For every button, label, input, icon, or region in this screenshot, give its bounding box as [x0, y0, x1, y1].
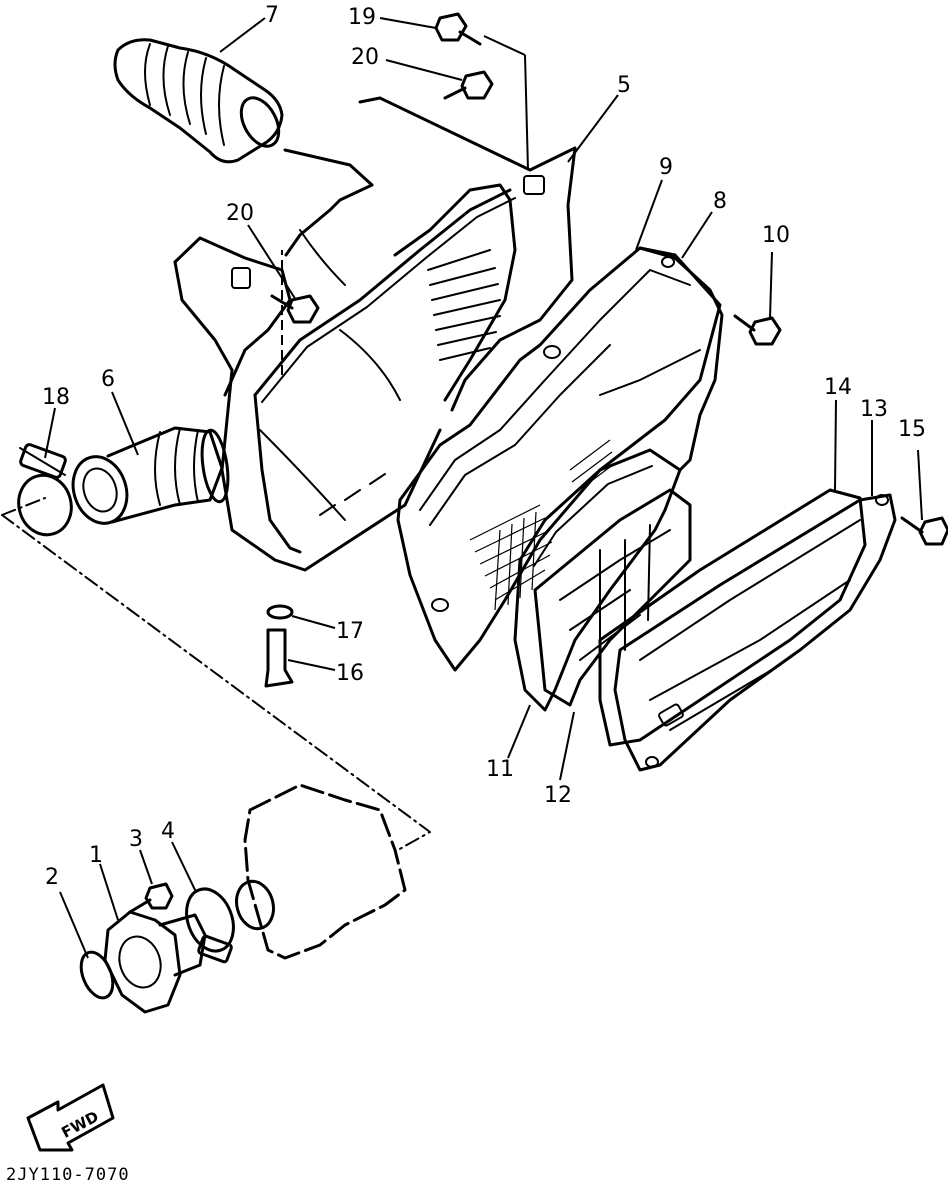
callout-10: 10 [762, 223, 790, 248]
callout-18: 18 [42, 385, 70, 410]
part-3-bolt [128, 882, 174, 914]
part-20-screw-lower [270, 294, 320, 324]
callout-14: 14 [824, 375, 852, 400]
part-11-element-frame [513, 448, 682, 712]
part-15-screw [900, 516, 948, 546]
callout-12: 12 [544, 783, 572, 808]
part-12-element-grid [533, 488, 692, 707]
callout-20-upper: 20 [351, 45, 379, 70]
callout-2: 2 [45, 865, 59, 890]
callout-3: 3 [129, 827, 143, 852]
part-9-element-case [396, 246, 722, 672]
part-13-cover [613, 493, 897, 772]
callout-16: 16 [336, 661, 364, 686]
part-4-clamp [185, 887, 235, 964]
callout-1: 1 [89, 843, 103, 868]
part-7-intake-duct [113, 38, 284, 164]
callout-8: 8 [713, 189, 727, 214]
part-20-screw-upper [443, 70, 494, 100]
callout-17: 17 [336, 619, 364, 644]
part-6-joint-tube [71, 426, 230, 525]
callout-9: 9 [659, 155, 673, 180]
callout-5: 5 [617, 73, 631, 98]
part-5-air-box [173, 96, 577, 572]
part-8-case-plate [599, 246, 724, 472]
part-10-screw [733, 314, 782, 346]
section-boundary [1, 497, 431, 851]
part-14-element [598, 488, 867, 747]
air-box-gasket [253, 188, 516, 554]
callout-6: 6 [101, 367, 115, 392]
part-17-clip [266, 604, 294, 620]
part-16-drain-plug [264, 628, 294, 688]
drawing-code: 2JY110-7070 [6, 1165, 130, 1185]
callout-20-lower: 20 [226, 201, 254, 226]
callout-15: 15 [898, 417, 926, 442]
part-18-hose-clamp [17, 443, 73, 537]
leader-lines [44, 17, 923, 959]
callout-7: 7 [265, 3, 279, 28]
callout-19: 19 [348, 5, 376, 30]
callout-labels: 7 19 20 5 9 8 10 20 6 18 14 13 15 17 16 … [42, 3, 926, 890]
part-19-screw [434, 12, 482, 46]
forward-direction-arrow: FWD [26, 1083, 115, 1152]
callout-11: 11 [486, 757, 514, 782]
callout-13: 13 [860, 397, 888, 422]
callout-4: 4 [161, 819, 175, 844]
engine-outline [235, 783, 407, 960]
